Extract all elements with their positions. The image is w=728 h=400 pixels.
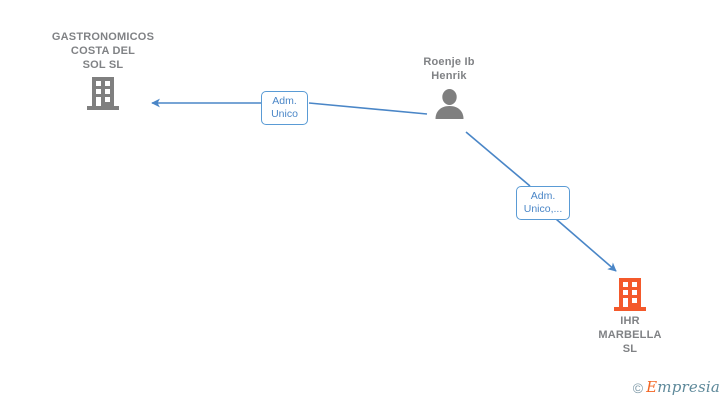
watermark-brand-rest: mpresia [657, 378, 720, 396]
node-ihr-marbella-sl[interactable]: IHR MARBELLA SL [565, 278, 695, 356]
node-gastronomicos-costa-del-sol-sl[interactable]: GASTRONOMICOS COSTA DEL SOL SL [38, 30, 168, 110]
watermark-brand-initial: E [646, 378, 658, 396]
watermark-empresia: © Empresia [633, 380, 720, 395]
node-label-ihr-marbella: IHR MARBELLA SL [598, 315, 662, 355]
building-icon [614, 278, 646, 311]
node-roenje-ib-henrik[interactable]: Roenje Ib Henrik [384, 55, 514, 119]
watermark-brand: Empresia [646, 380, 720, 395]
edge-label-adm-unico[interactable]: Adm. Unico [261, 91, 308, 125]
node-label-gastronomicos: GASTRONOMICOS COSTA DEL SOL SL [51, 31, 155, 71]
edge-label-adm-unico-more[interactable]: Adm. Unico,... [516, 186, 570, 220]
building-icon [87, 77, 119, 110]
person-icon [435, 89, 463, 119]
node-label-roenje: Roenje Ib Henrik [423, 56, 475, 82]
copyright-icon: © [632, 379, 644, 396]
